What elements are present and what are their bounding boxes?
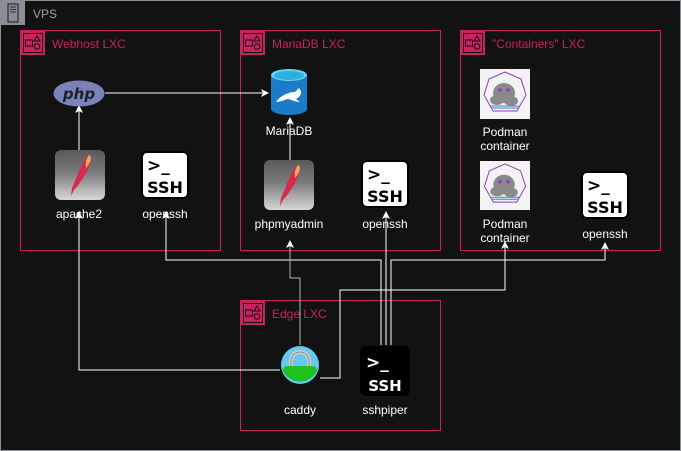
ssh-terminal-icon[interactable]: >_ SSH [360,346,410,396]
group-label: Webhost LXC [52,37,126,51]
svg-text:>_: >_ [366,353,389,373]
group-shapes-icon [241,31,265,55]
php-logo-icon[interactable]: php [53,80,105,107]
group-containers-lxc: "Containers" LXC [460,30,661,251]
svg-text:SSH: SSH [368,377,402,395]
svg-text:SSH: SSH [147,178,183,197]
svg-text:SSH: SSH [587,198,623,217]
node-label-mariadb: MariaDB [265,124,313,138]
ssh-terminal-icon[interactable]: >_ SSH [141,151,189,199]
svg-text:SSH: SSH [367,187,403,206]
server-icon [1,1,25,25]
group-shapes-icon [461,31,485,55]
apache-feather-icon[interactable] [55,150,105,200]
node-label-mariadb-openssh: openssh [362,217,408,231]
node-label-apache2: apache2 [55,207,103,221]
group-mariadb-lxc: MariaDB LXC [240,30,441,251]
svg-text:>_: >_ [147,156,170,176]
label-line: container [480,231,530,245]
label-line: container [480,139,530,153]
svg-text:>_: >_ [367,165,390,185]
apache-feather-icon[interactable] [264,160,314,210]
podman-seals-icon[interactable] [480,161,530,210]
ssh-terminal-icon[interactable]: >_ SSH [361,160,409,208]
node-label-sshpiper: sshpiper [362,403,408,417]
group-label: "Containers" LXC [492,37,586,51]
edge-sshpiper-to-containers-openssh [390,242,609,345]
group-label: MariaDB LXC [272,37,346,51]
group-webhost-lxc: Webhost LXC [20,30,221,251]
edge-caddy-to-podman [320,241,509,379]
svg-text:>_: >_ [587,176,610,196]
group-shapes-icon [241,301,265,325]
vps-label: VPS [33,7,58,21]
padlock-icon[interactable] [280,345,320,385]
mariadb-database-icon[interactable] [270,68,308,116]
label-line: Podman [482,125,528,139]
svg-text:php: php [62,85,95,103]
node-label-webhost-openssh: openssh [142,207,188,221]
podman-seals-icon[interactable] [480,69,530,119]
edge-sshpiper-to-webhost-openssh [162,211,382,345]
ssh-terminal-icon[interactable]: >_ SSH [581,171,629,219]
node-label-caddy: caddy [283,403,317,417]
edge-caddy-to-apache [75,211,280,371]
group-shapes-icon [21,31,45,55]
node-label-phpmyadmin: phpmyadmin [254,217,324,231]
edge-caddy-to-phpmyadmin [290,241,301,345]
label-line: Podman [482,217,528,231]
node-label-containers-openssh: openssh [582,227,628,241]
group-label: Edge LXC [272,307,327,321]
